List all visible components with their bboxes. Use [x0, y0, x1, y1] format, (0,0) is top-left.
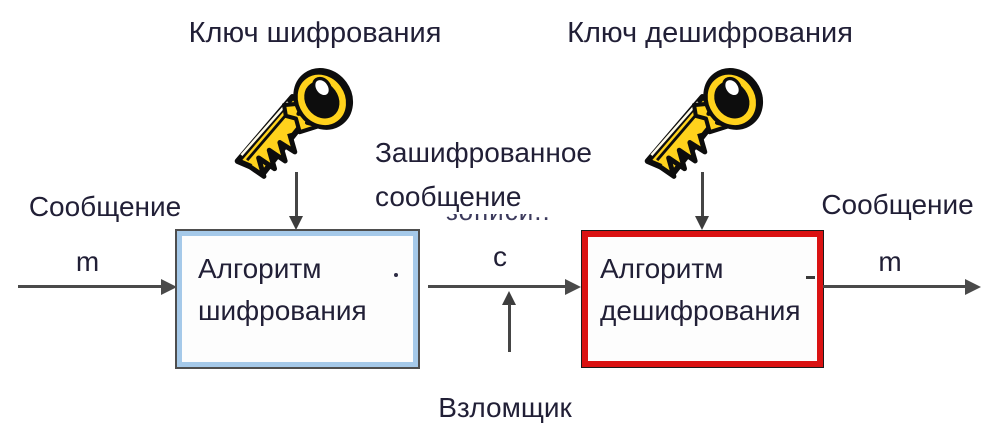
- plaintext-label-right: Сообщение: [821, 189, 974, 220]
- decryption-box-line1: Алгоритм: [600, 253, 724, 284]
- encryption-box-line2: шифрования: [198, 295, 367, 326]
- arrow-head-right-icon: [565, 279, 581, 295]
- key-icon: [234, 68, 354, 179]
- plaintext-var-left: m: [75, 246, 100, 277]
- arrow-shaft: [295, 172, 298, 218]
- attacker-label: Взломщик: [438, 392, 572, 423]
- stray-dash-artifact: [806, 276, 815, 279]
- ciphertext-label-line1: Зашифрованное: [375, 137, 592, 168]
- arrow-head-right-icon: [965, 279, 981, 295]
- decryption-box-line2: дешифрования: [600, 295, 801, 326]
- decryption-key-title: Ключ дешифрования: [567, 17, 853, 49]
- encryption-box-line1: Алгоритм: [198, 253, 322, 284]
- ciphertext-label-line2: сообщение: [375, 181, 522, 212]
- key-icon: [644, 68, 764, 179]
- arrow-shaft: [18, 285, 162, 288]
- arrow-head-right-icon: [161, 279, 177, 295]
- decryption-key-icon: [619, 49, 780, 198]
- encryption-key-icon: [209, 49, 370, 198]
- arrow-shaft: [428, 285, 567, 288]
- arrow-shaft: [701, 172, 704, 218]
- ciphertext-var: c: [493, 241, 507, 272]
- stray-dot-artifact: [394, 273, 398, 277]
- encryption-key-title: Ключ шифрования: [188, 17, 442, 49]
- arrow-shaft: [508, 304, 511, 352]
- plaintext-label-left: Сообщение: [28, 191, 182, 222]
- decryption-algorithm-box: Алгоритм дешифрования: [582, 231, 823, 367]
- clipped-text-artifact: зописи...: [446, 214, 548, 225]
- plaintext-var-right: m: [878, 246, 902, 277]
- encryption-algorithm-box: Алгоритм шифрования: [177, 231, 418, 367]
- arrow-head-down-icon: [695, 216, 709, 230]
- arrow-head-down-icon: [289, 216, 303, 230]
- arrow-shaft: [823, 285, 966, 288]
- arrow-head-up-icon: [502, 291, 516, 305]
